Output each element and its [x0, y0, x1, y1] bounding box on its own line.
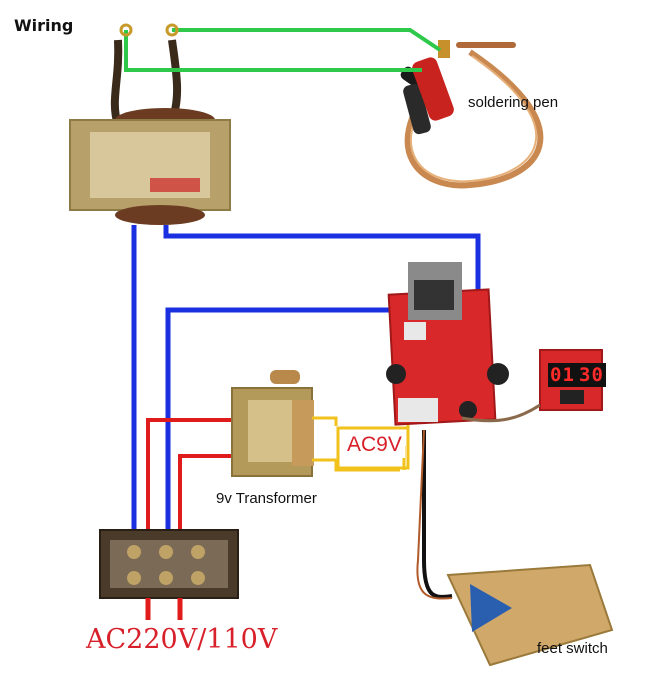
blue-wires	[131, 225, 481, 548]
display-digits-left: 01	[548, 363, 577, 387]
nine-volt-transformer	[231, 370, 314, 477]
soldering-pen	[400, 40, 516, 135]
soldering-pen-cable-inner	[409, 55, 538, 183]
black-wire	[422, 430, 453, 599]
display-cable	[461, 403, 541, 423]
diagram-title: Wiring	[14, 16, 74, 35]
foot-switch	[446, 563, 614, 667]
ac-input-label: AC220V/110V	[86, 624, 278, 655]
soldering-pen-label: soldering pen	[468, 94, 559, 111]
ac9v-box	[336, 426, 410, 470]
main-transformer	[69, 39, 231, 225]
green-wires	[119, 23, 442, 72]
control-board	[386, 262, 509, 426]
feet-switch-label: feet switch	[537, 640, 608, 657]
red-wires	[146, 418, 232, 548]
ac9v-label: AC9V	[344, 432, 405, 458]
foot-switch-cable	[416, 429, 453, 600]
ac-input-leads	[145, 598, 183, 620]
transformer-9v-label: 9v Transformer	[216, 490, 317, 507]
soldering-pen-cable	[404, 49, 544, 189]
display-digits-right: 30	[577, 363, 606, 387]
terminal-block	[99, 529, 239, 599]
